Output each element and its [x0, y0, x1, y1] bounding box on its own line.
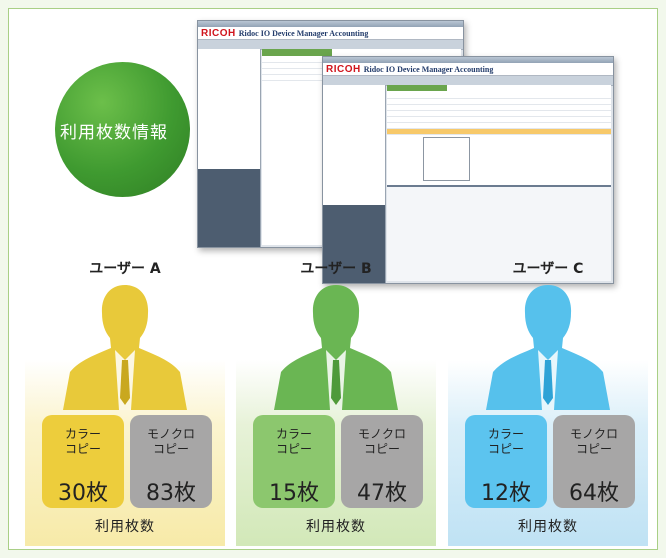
user-c-silhouette-icon: [486, 285, 610, 410]
user-b-usage-label: 利用枚数: [306, 519, 366, 535]
app-sidebar: [323, 85, 386, 283]
color-copy-count: 30枚: [58, 481, 108, 506]
color-copy-count: 15枚: [269, 481, 319, 506]
table-row: [387, 117, 611, 123]
user-a-usage-label: 利用枚数: [95, 519, 155, 535]
color-copy-count: 12枚: [481, 481, 531, 506]
table-row: [387, 93, 611, 99]
brand-logo: RICOH: [201, 27, 236, 39]
user-b-name: ユーザー B: [300, 261, 372, 277]
user-b-mono-copy-card: モノクロ コピー 47枚: [341, 415, 423, 508]
user-a-silhouette-icon: [63, 285, 187, 410]
color-copy-label: カラー コピー: [275, 427, 312, 456]
header-highlight: [262, 49, 332, 56]
app-window-front: RICOH Ridoc IO Device Manager Accounting: [322, 56, 614, 284]
detail-panel: [387, 185, 611, 281]
usage-info-label: 利用枚数情報: [60, 123, 168, 143]
color-copy-label: カラー コピー: [64, 427, 101, 456]
mono-copy-label: モノクロ コピー: [357, 427, 406, 456]
user-c-color-copy-card: カラー コピー 12枚: [465, 415, 547, 508]
header-highlight: [387, 85, 447, 91]
context-menu: [423, 137, 470, 181]
table-row: [387, 123, 611, 129]
mono-copy-label: モノクロ コピー: [569, 427, 618, 456]
table-row: [387, 105, 611, 111]
user-b-silhouette-icon: [274, 285, 398, 410]
user-c-usage-label: 利用枚数: [518, 519, 578, 535]
brand-logo: RICOH: [326, 63, 361, 75]
app-sidebar: [198, 49, 261, 247]
table-row: [387, 99, 611, 105]
mono-copy-count: 47枚: [357, 481, 407, 506]
window-titlebar: [323, 57, 613, 63]
user-c-name: ユーザー C: [512, 261, 584, 277]
color-copy-label: カラー コピー: [487, 427, 524, 456]
sidebar-nav-panel: [198, 169, 260, 247]
app-title: Ridoc IO Device Manager Accounting: [238, 28, 369, 38]
table-row: [387, 111, 611, 117]
user-c-mono-copy-card: モノクロ コピー 64枚: [553, 415, 635, 508]
mono-copy-count: 64枚: [569, 481, 619, 506]
user-b-color-copy-card: カラー コピー 15枚: [253, 415, 335, 508]
table-row-selected: [387, 129, 611, 135]
app-header: RICOH Ridoc IO Device Manager Accounting: [323, 63, 613, 76]
app-title: Ridoc IO Device Manager Accounting: [363, 64, 494, 74]
window-titlebar: [198, 21, 463, 27]
sidebar-nav-panel: [323, 205, 385, 283]
user-a-mono-copy-card: モノクロ コピー 83枚: [130, 415, 212, 508]
mono-copy-label: モノクロ コピー: [146, 427, 195, 456]
user-a-name: ユーザー A: [89, 261, 161, 277]
mono-copy-count: 83枚: [146, 481, 196, 506]
usage-info-circle: [55, 62, 190, 197]
user-a-color-copy-card: カラー コピー 30枚: [42, 415, 124, 508]
app-header: RICOH Ridoc IO Device Manager Accounting: [198, 27, 463, 40]
